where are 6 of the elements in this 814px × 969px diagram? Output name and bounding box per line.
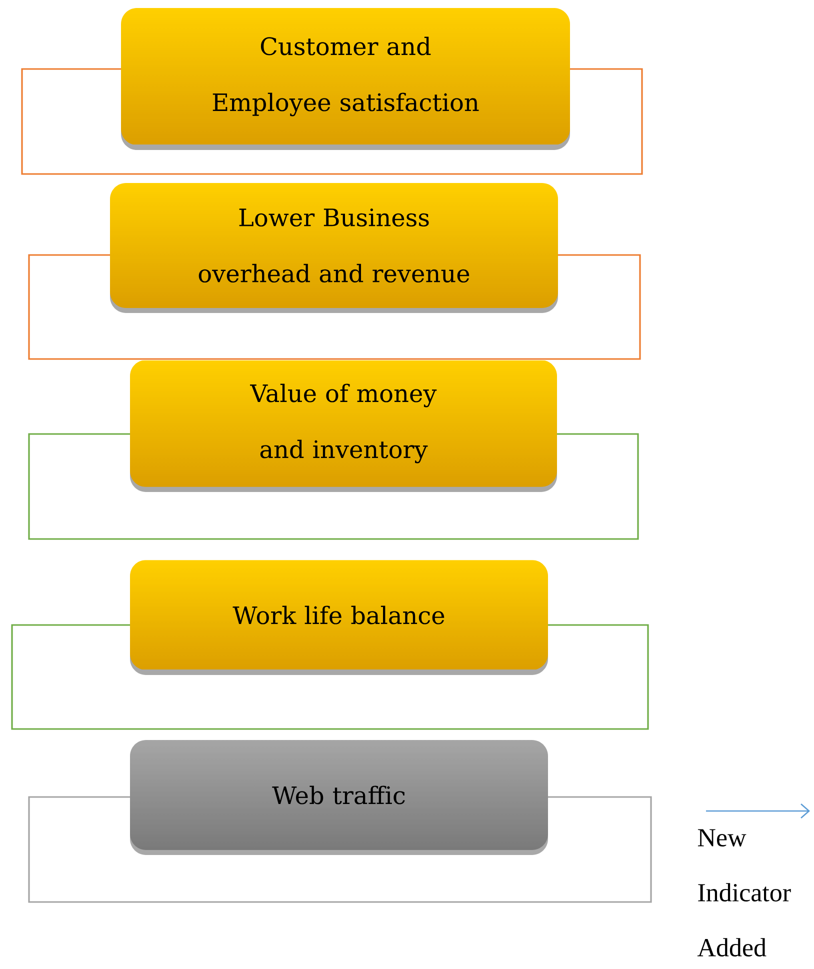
rounded-box: Lower Business overhead and revenue	[110, 183, 558, 313]
legend-text: New Indicator Added	[697, 829, 791, 956]
rounded-box: Value of money and inventory	[130, 360, 557, 492]
rounded-box: Work life balance	[130, 560, 548, 675]
rounded-box: Web traffic	[130, 740, 548, 855]
rounded-box: Customer and Employee satisfaction	[121, 8, 570, 150]
